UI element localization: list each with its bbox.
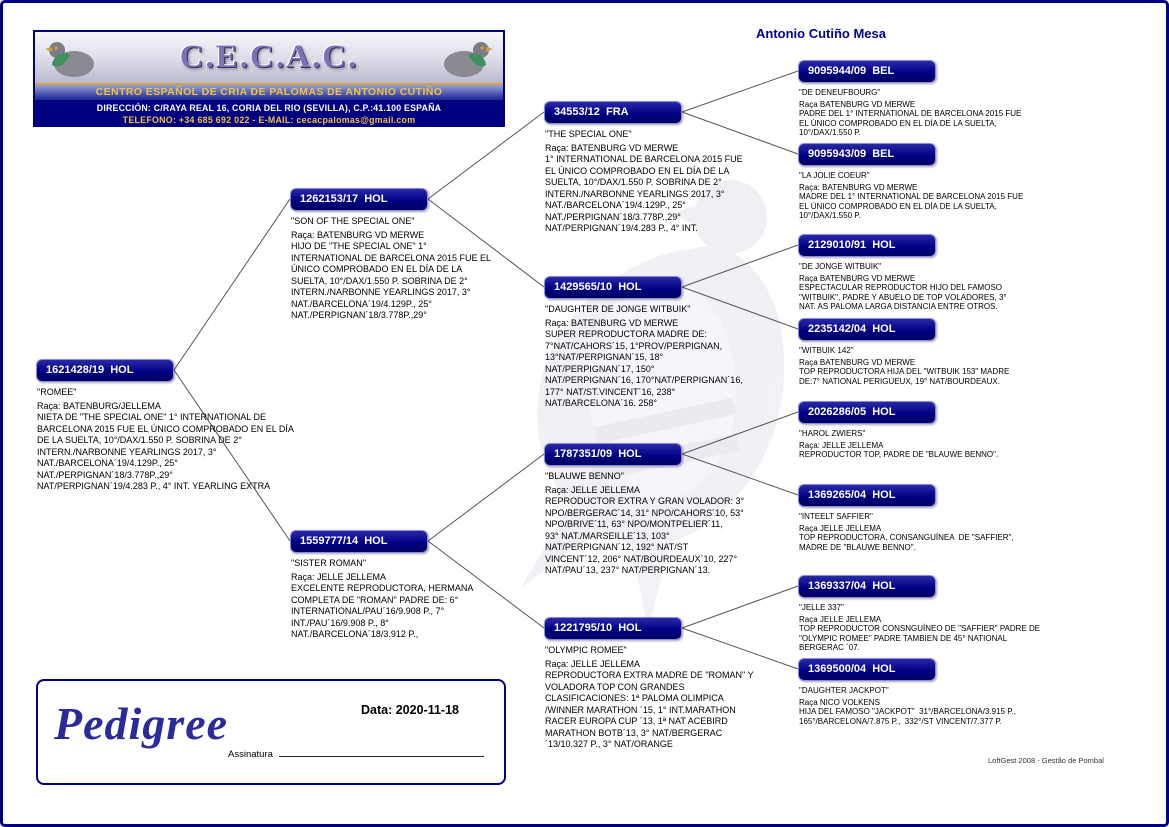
bird-details: Raça: JELLE JELLEMA EXCELENTE REPRODUCTO… (291, 571, 474, 640)
club-logo-box: C.E.C.A.C. CENTRO ESPAÑOL DE CRIA DE PAL… (33, 30, 505, 127)
bird-name: "SON OF THE SPECIAL ONE" (291, 216, 415, 226)
ring-plate[interactable]: 1559777/14 HOL (290, 530, 428, 553)
pedigree-node-granddam-2: 1221795/10 HOL "OLYMPIC ROMEE" Raça: JEL… (544, 617, 754, 751)
club-subtitle: CENTRO ESPAÑOL DE CRIA DE PALOMAS DE ANT… (35, 85, 503, 100)
owner-name: Antonio Cutiño Mesa (756, 26, 886, 41)
bird-details: Raça: BATENBURG VD MERWE 1° INTERNATIONA… (545, 142, 743, 234)
bird-details: Raça JELLE JELLEMA TOP REPRODUCTORA, CON… (799, 523, 1014, 552)
pedigree-node-subject: 1621428/19 HOL "ROMEE" Raça: BATENBURG/J… (36, 359, 294, 493)
pedigree-node-sire: 1262153/17 HOL "SON OF THE SPECIAL ONE" … (290, 188, 491, 322)
bird-name: "DAUGHTER JACKPOT" (799, 686, 889, 695)
ring-plate[interactable]: 1787351/09 HOL (544, 443, 682, 466)
bird-details: Raça: BATENBURG VD MERWE SUPER REPRODUCT… (545, 317, 743, 409)
club-phone-email: TELEFONO: +34 685 692 022 - E-MAIL: ceca… (122, 115, 416, 125)
ring-plate[interactable]: 2235142/04 HOL (798, 318, 936, 341)
bird-details: Raça: BATENBURG VD MERWE HIJO DE "THE SP… (291, 229, 492, 321)
bird-name: "DE DENEUFBOURG" (799, 88, 881, 97)
pedigree-node-ggparent-8: 1369500/04 HOL "DAUGHTER JACKPOT" Raça N… (798, 658, 1016, 726)
pedigree-footer-box: Pedigree Data: 2020-11-18 Assinatura (36, 679, 506, 785)
date-label: Data: 2020-11-18 (361, 703, 459, 717)
signature-row: Assinatura (228, 749, 484, 760)
pedigree-node-ggparent-1: 9095944/09 BEL "DE DENEUFBOURG" Raça BAT… (798, 60, 1021, 138)
bird-name: "BLAUWE BENNO" (545, 471, 624, 481)
pedigree-node-ggparent-5: 2026286/05 HOL "HAROL ZWIERS" Raça: JELL… (798, 401, 998, 460)
ring-plate[interactable]: 1429565/10 HOL (544, 276, 682, 299)
pedigree-node-ggparent-3: 2129010/91 HOL "DE JONGE WITBUIK" Raça B… (798, 234, 1007, 312)
pedigree-brand-logo: Pedigree (54, 698, 229, 749)
bird-details: Raça JELLE JELLEMA TOP REPRODUCTOR CONSN… (799, 614, 1041, 653)
pedigree-node-grandsire-1: 34553/12 FRA "THE SPECIAL ONE" Raça: BAT… (544, 101, 743, 235)
bird-details: Raça: JELLE JELLEMA REPRODUCTOR EXTRA Y … (545, 484, 745, 576)
signature-line (278, 756, 484, 757)
pedigree-node-grandsire-2: 1787351/09 HOL "BLAUWE BENNO" Raça: JELL… (544, 443, 744, 577)
ring-plate[interactable]: 9095943/09 BEL (798, 143, 936, 166)
software-credit: LoftGest 2008 - Gestão de Pombal (988, 756, 1104, 765)
ring-plate[interactable]: 1262153/17 HOL (290, 188, 428, 211)
pigeon-photo-right-icon (444, 41, 493, 77)
bird-details: Raça: BATENBURG/JELLEMA NIETA DE "THE SP… (37, 400, 294, 492)
pedigree-node-ggparent-2: 9095943/09 BEL "LA JOLIE COEUR" Raça: BA… (798, 143, 1023, 221)
bird-name: "JELLE 337" (799, 603, 844, 612)
bird-details: Raça: JELLE JELLEMA REPRODUCTOR TOP, PAD… (799, 440, 999, 460)
bird-name: "INTEELT SAFFIER" (799, 512, 873, 521)
bird-details: Raça BATENBURG VD MERWE PADRE DEL 1° INT… (799, 99, 1022, 138)
pedigree-node-ggparent-6: 1369265/04 HOL "INTEELT SAFFIER" Raça JE… (798, 484, 1014, 552)
bird-name: "OLYMPIC ROMEE" (545, 645, 627, 655)
pigeon-photo-left-icon (45, 41, 94, 77)
bird-name: "DE JONGE WITBUIK" (799, 262, 882, 271)
ring-plate[interactable]: 1621428/19 HOL (36, 359, 174, 382)
signature-label: Assinatura (228, 749, 273, 760)
bird-details: Raça BATENBURG VD MERWE TOP REPRODUCTORA… (799, 357, 1010, 386)
ring-plate[interactable]: 1369265/04 HOL (798, 484, 936, 507)
ring-plate[interactable]: 2129010/91 HOL (798, 234, 936, 257)
bird-details: Raça: BATENBURG VD MERWE MADRE DEL 1° IN… (799, 182, 1024, 221)
pedigree-node-granddam-1: 1429565/10 HOL "DAUGHTER DE JONGE WITBUI… (544, 276, 743, 410)
ring-plate[interactable]: 9095944/09 BEL (798, 60, 936, 83)
ring-plate[interactable]: 34553/12 FRA (544, 101, 682, 124)
bird-name: "THE SPECIAL ONE" (545, 129, 632, 139)
bird-name: "ROMEE" (37, 387, 77, 397)
pedigree-node-ggparent-7: 1369337/04 HOL "JELLE 337" Raça JELLE JE… (798, 575, 1040, 653)
bird-details: Raça NICO VOLKENS HIJA DEL FAMOSO "JACKP… (799, 697, 1016, 726)
ring-plate[interactable]: 1221795/10 HOL (544, 617, 682, 640)
bird-name: "DAUGHTER DE JONGE WITBUIK" (545, 304, 691, 314)
club-contact-block: DIRECCIÓN: C/RAYA REAL 16, CORIA DEL RIO… (35, 100, 503, 125)
bird-name: "SISTER ROMAN" (291, 558, 366, 568)
pedigree-connector-lines (173, 70, 799, 670)
bird-name: "WITBUIK 142" (799, 346, 854, 355)
ring-plate[interactable]: 1369337/04 HOL (798, 575, 936, 598)
bird-details: Raça: JELLE JELLEMA REPRODUCTORA EXTRA M… (545, 658, 754, 750)
bird-name: "HAROL ZWIERS" (799, 429, 866, 438)
pedigree-node-dam: 1559777/14 HOL "SISTER ROMAN" Raça: JELL… (290, 530, 473, 641)
ring-plate[interactable]: 1369500/04 HOL (798, 658, 936, 681)
club-address: DIRECCIÓN: C/RAYA REAL 16, CORIA DEL RIO… (96, 103, 442, 113)
bird-name: "LA JOLIE COEUR" (799, 171, 870, 180)
pedigree-node-ggparent-4: 2235142/04 HOL "WITBUIK 142" Raça BATENB… (798, 318, 1009, 386)
club-logo-header: C.E.C.A.C. (35, 32, 503, 85)
club-title: C.E.C.A.C. (179, 39, 359, 75)
ring-plate[interactable]: 2026286/05 HOL (798, 401, 936, 424)
bird-details: Raça BATENBURG VD MERWE ESPECTACULAR REP… (799, 273, 1007, 312)
